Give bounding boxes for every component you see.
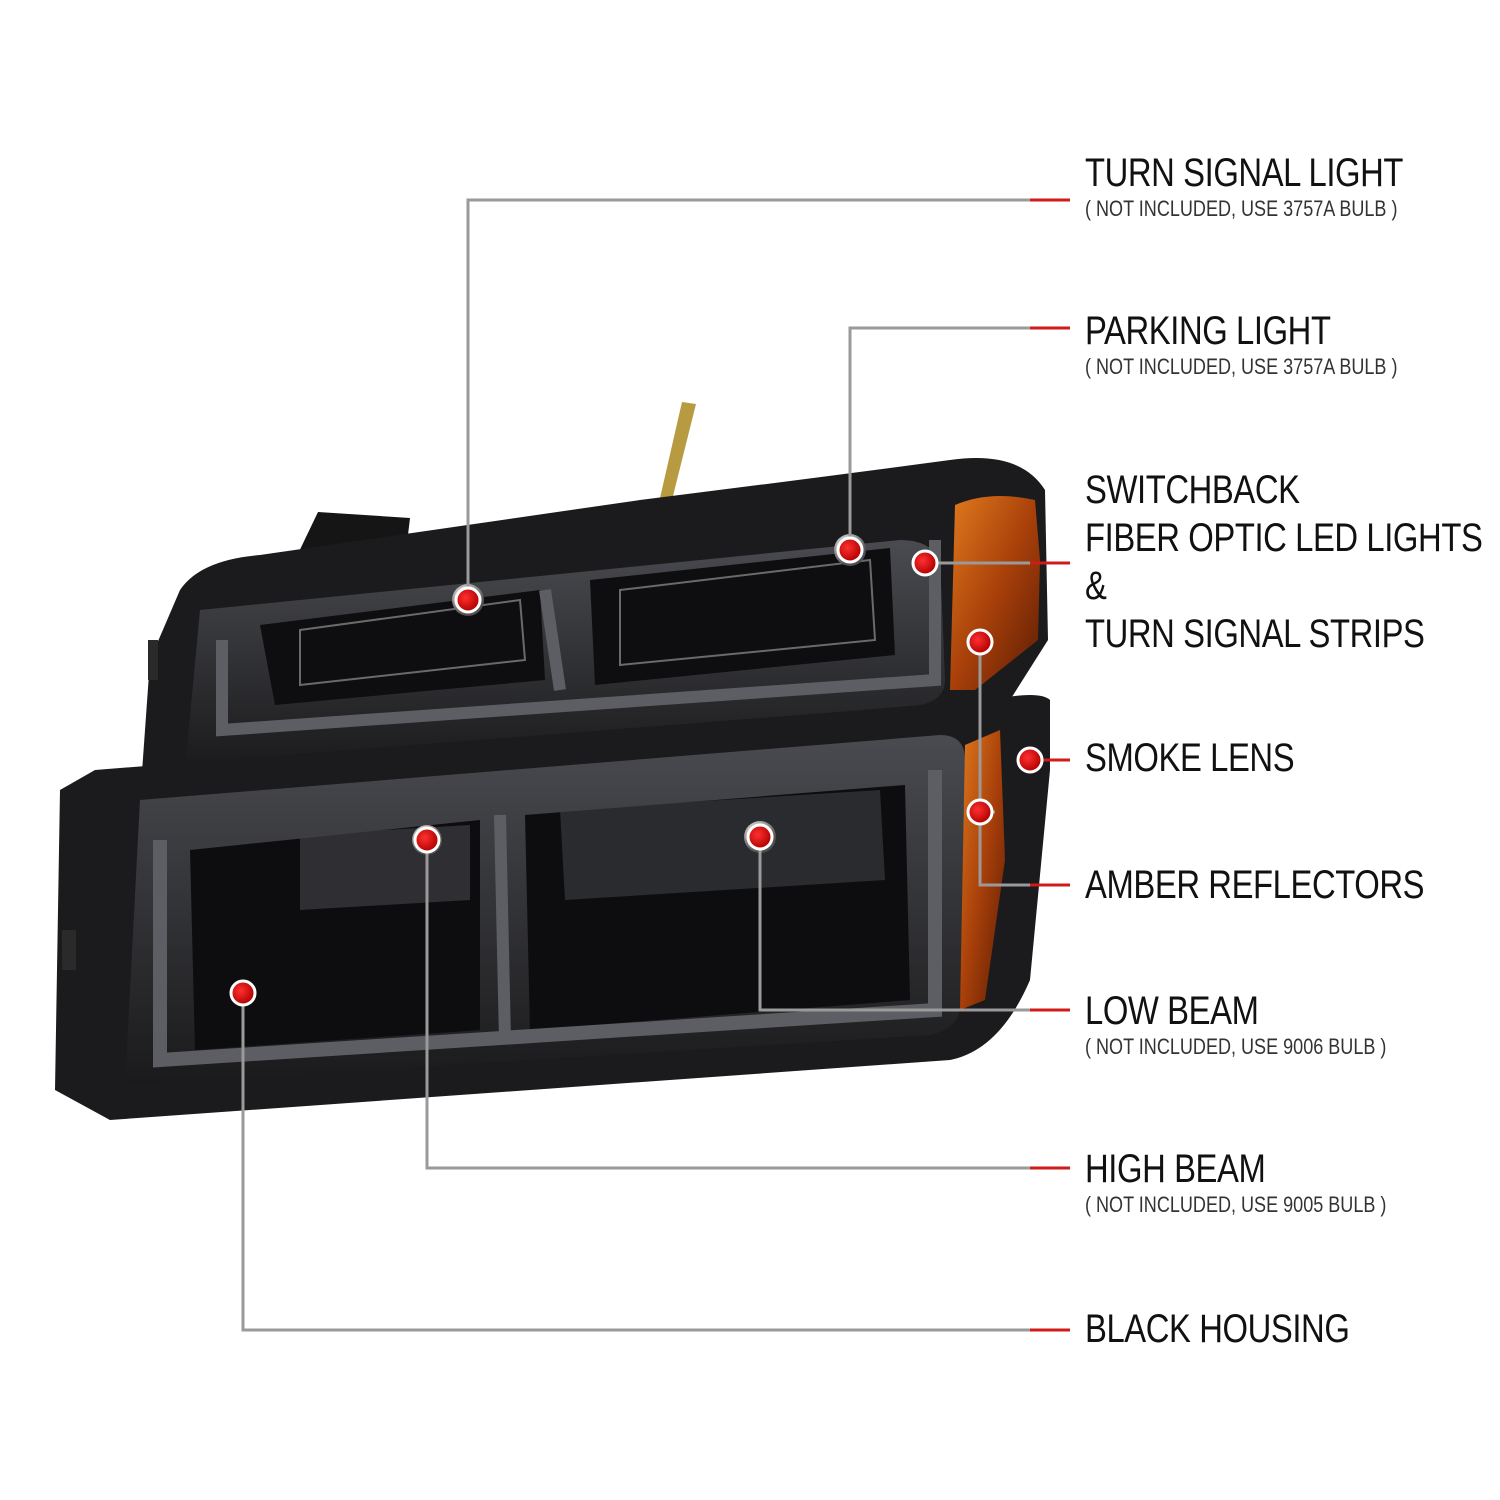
marker-switchback-dot	[911, 549, 939, 577]
marker-low-beam-dot	[746, 823, 774, 851]
callout-note: ( NOT INCLUDED, USE 9006 BULB )	[1085, 1034, 1387, 1059]
marker-parking-dot	[836, 536, 864, 564]
callout-turn-signal-light: TURN SIGNAL LIGHT ( NOT INCLUDED, USE 37…	[1085, 150, 1473, 222]
marker-high-beam-dot	[413, 826, 441, 854]
lower-fiber-strip	[153, 770, 942, 1068]
marker-amber-lower-dot	[966, 798, 994, 826]
callout-title-line: &	[1085, 564, 1107, 608]
callout-title: PARKING LIGHT	[1085, 309, 1331, 353]
leader-tips	[1030, 198, 1070, 1332]
callout-title: HIGH BEAM	[1085, 1147, 1266, 1191]
headlight-body	[55, 402, 1050, 1120]
callout-note: ( NOT INCLUDED, USE 3757A BULB )	[1085, 354, 1398, 379]
callout-parking-light: PARKING LIGHT ( NOT INCLUDED, USE 3757A …	[1085, 308, 1466, 380]
callout-low-beam: LOW BEAM ( NOT INCLUDED, USE 9006 BULB )	[1085, 988, 1453, 1060]
callout-markers	[229, 536, 1044, 1007]
callout-smoke-lens: SMOKE LENS	[1085, 735, 1340, 781]
leader-turn-signal	[466, 198, 1070, 600]
parking-cavity	[590, 548, 895, 685]
callout-title: BLACK HOUSING	[1085, 1307, 1350, 1351]
turn-signal-cavity	[260, 590, 545, 705]
marker-turn-signal-dot	[454, 586, 482, 614]
callout-high-beam: HIGH BEAM ( NOT INCLUDED, USE 9005 BULB …	[1085, 1146, 1453, 1218]
marker-black-housing-dot	[229, 979, 257, 1007]
callout-title: SMOKE LENS	[1085, 736, 1295, 780]
leader-parking	[848, 326, 1070, 550]
marker-amber-upper-dot	[966, 628, 994, 656]
callout-title-line: TURN SIGNAL STRIPS	[1085, 612, 1425, 656]
callout-title-line: SWITCHBACK	[1085, 468, 1300, 512]
callout-black-housing: BLACK HOUSING	[1085, 1306, 1407, 1352]
callout-note: ( NOT INCLUDED, USE 3757A BULB )	[1085, 196, 1398, 221]
leader-lines	[241, 198, 1070, 1332]
adjuster-rod	[660, 402, 696, 500]
leader-high-beam	[425, 840, 1070, 1170]
lower-amber-reflector	[960, 730, 1005, 1010]
callout-title: AMBER REFLECTORS	[1085, 863, 1425, 907]
callout-switchback-fiber-optic: SWITCHBACK FIBER OPTIC LED LIGHTS & TURN…	[1085, 466, 1500, 658]
callout-note: ( NOT INCLUDED, USE 9005 BULB )	[1085, 1192, 1387, 1217]
callout-title-line: FIBER OPTIC LED LIGHTS	[1085, 516, 1483, 560]
leader-low-beam	[758, 837, 1070, 1012]
callout-title: LOW BEAM	[1085, 989, 1259, 1033]
leader-black-housing	[241, 993, 1070, 1332]
callout-amber-reflectors: AMBER REFLECTORS	[1085, 862, 1499, 908]
upper-fiber-strip	[216, 540, 941, 737]
callout-title: TURN SIGNAL LIGHT	[1085, 151, 1404, 195]
marker-smoke-lens-dot	[1016, 746, 1044, 774]
